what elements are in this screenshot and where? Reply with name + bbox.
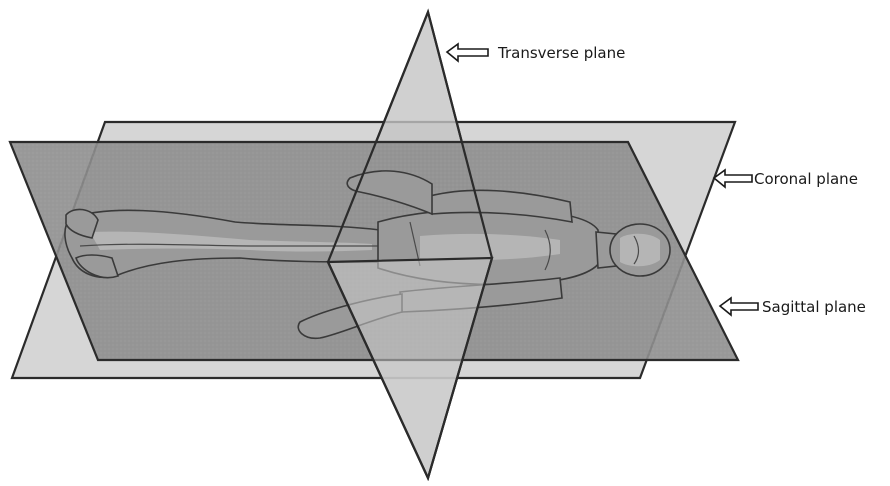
arrow-left-outline-icon bbox=[447, 44, 488, 61]
arrow-left-outline-icon bbox=[720, 298, 758, 315]
arrow-left-outline-icon bbox=[714, 170, 752, 187]
coronal-plane-label: Coronal plane bbox=[754, 170, 858, 188]
sagittal-label-group: Sagittal plane bbox=[720, 298, 866, 316]
transverse-label-group: Transverse plane bbox=[447, 44, 625, 62]
coronal-label-group: Coronal plane bbox=[714, 170, 858, 188]
sagittal-plane-label: Sagittal plane bbox=[762, 298, 866, 316]
transverse-plane-label: Transverse plane bbox=[497, 44, 625, 62]
